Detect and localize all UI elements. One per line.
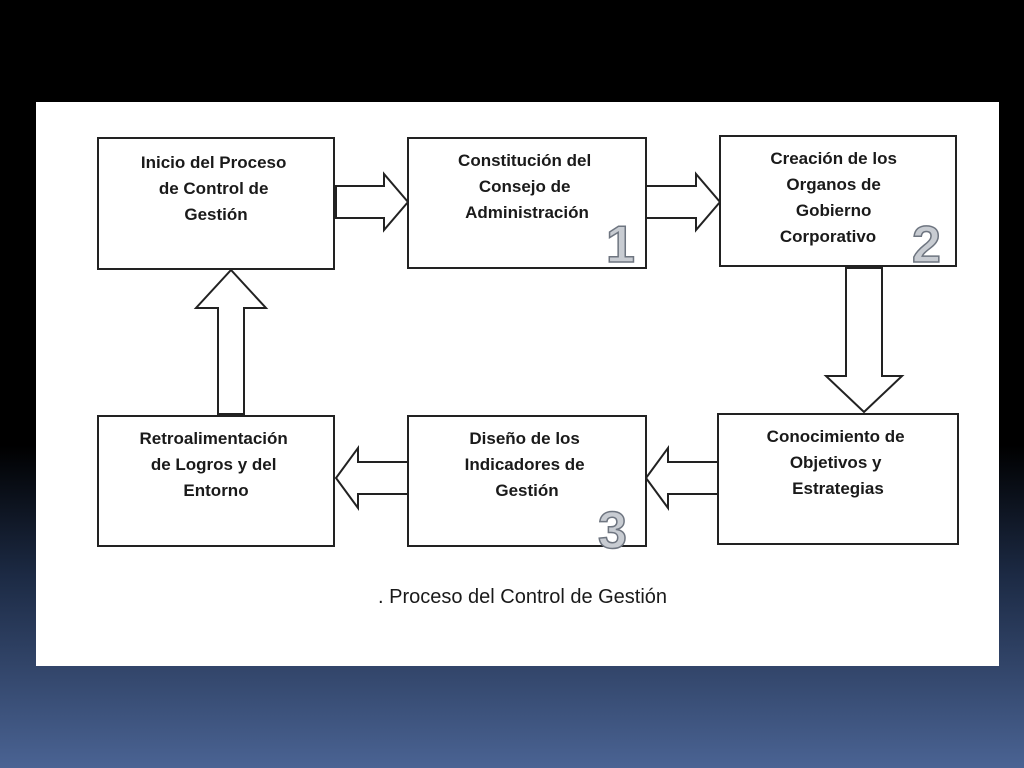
box-constitucion-line-1: Constitución del <box>458 151 591 170</box>
svg-text:Conocimiento de Objeti: Conocimiento de Objetivos y Estrategias <box>767 427 910 498</box>
box-constitucion-line-3: Administración <box>465 203 589 222</box>
arrow-constitucion-to-creacion <box>645 171 722 233</box>
box-retro: Retroalimentación de Logros y del Entorn… <box>97 415 335 547</box>
step-number-3: 3 <box>598 502 627 560</box>
box-retro-line-2: de Logros y del <box>151 455 277 474</box>
box-creacion-line-1: Creación de los <box>770 149 897 168</box>
svg-text:Diseño de los Indicado: Diseño de los Indicadores de Gestión <box>465 429 590 500</box>
svg-text:Creación de los Organo: Creación de los Organos de Gobierno Corp… <box>770 149 901 246</box>
svg-text:Retroalimentación de L: Retroalimentación de Logros y del Entorn… <box>139 429 292 500</box>
box-conocimiento: Conocimiento de Objetivos y Estrategias <box>717 413 959 545</box>
arrow-inicio-to-constitucion <box>335 171 410 233</box>
arrow-retro-to-inicio <box>193 268 269 415</box>
box-conocimiento-line-3: Estrategias <box>792 479 884 498</box>
box-conocimiento-line-1: Conocimiento de <box>767 427 905 446</box>
box-creacion-line-4: Corporativo <box>780 227 876 246</box>
arrow-conocimiento-to-diseno <box>644 444 719 512</box>
box-constitucion: Constitución del Consejo de Administraci… <box>407 137 647 269</box>
box-creacion: Creación de los Organos de Gobierno Corp… <box>719 135 957 267</box>
box-diseno-line-2: Indicadores de <box>465 455 585 474</box>
box-inicio-line-3: Gestión <box>184 205 247 224</box>
box-inicio-line-2: de Control de <box>159 179 269 198</box>
box-diseno-line-3: Gestión <box>495 481 558 500</box>
box-inicio-line-1: Inicio del Proceso <box>141 153 287 172</box>
diagram-caption: . Proceso del Control de Gestión <box>378 586 667 608</box>
svg-text:Constitución del Conse: Constitución del Consejo de Administraci… <box>458 151 596 222</box>
process-diagram: Inicio del Proceso de Control de Gestión… <box>97 135 959 608</box>
slide-panel: Inicio del Proceso de Control de Gestión… <box>36 102 999 666</box>
box-inicio: Inicio del Proceso de Control de Gestión <box>97 137 335 270</box>
step-number-2: 2 <box>912 216 941 274</box>
arrow-diseno-to-retro <box>334 444 409 512</box>
box-diseno: Diseño de los Indicadores de Gestión <box>407 415 647 547</box>
box-creacion-line-2: Organos de <box>786 175 880 194</box>
box-retro-line-1: Retroalimentación <box>139 429 287 448</box>
svg-text:Inicio del Proceso de: Inicio del Proceso de Control de Gestión <box>141 153 291 224</box>
box-diseno-line-1: Diseño de los <box>469 429 580 448</box>
step-number-1: 1 <box>606 216 635 274</box>
box-retro-line-3: Entorno <box>183 481 248 500</box>
box-conocimiento-line-2: Objetivos y <box>790 453 882 472</box>
arrow-creacion-to-conocimiento <box>823 267 905 414</box>
box-creacion-line-3: Gobierno <box>796 201 872 220</box>
box-constitucion-line-2: Consejo de <box>479 177 571 196</box>
